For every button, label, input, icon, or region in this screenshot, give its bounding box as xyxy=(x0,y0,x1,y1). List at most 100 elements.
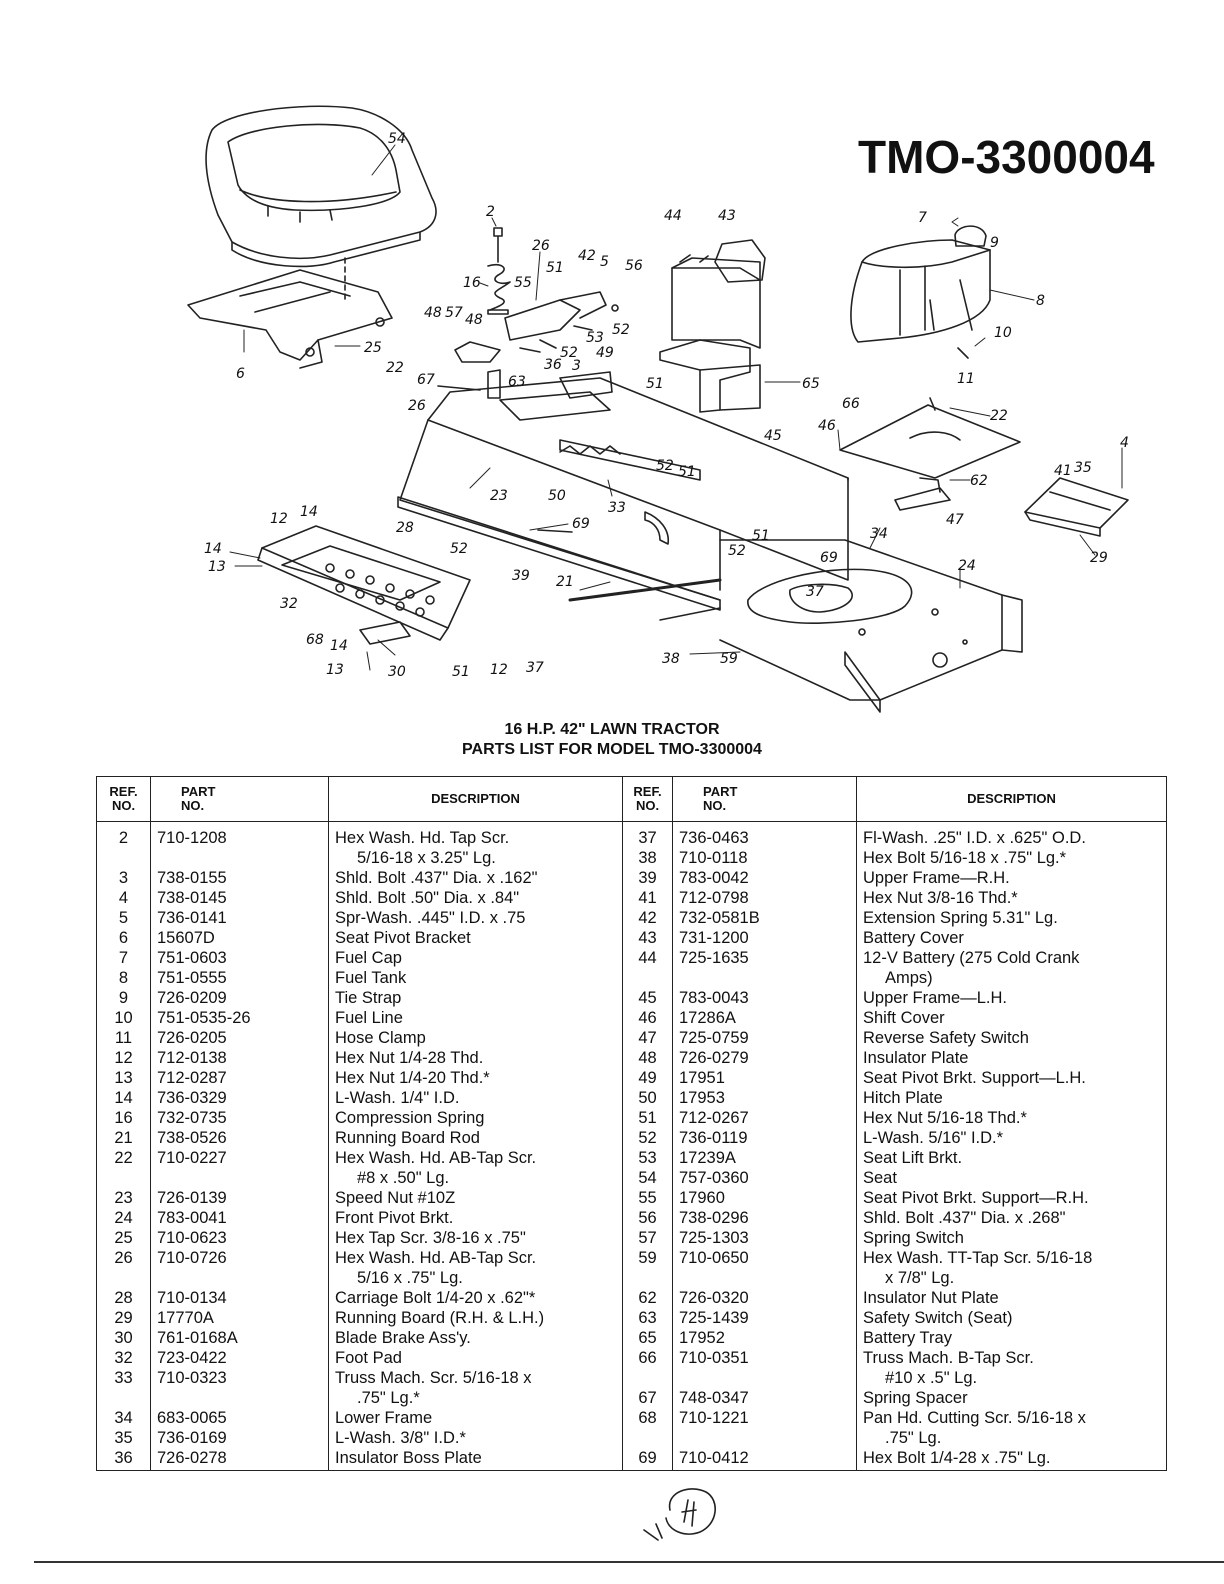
callout: 37 xyxy=(806,584,824,600)
callout: 5 xyxy=(600,254,609,270)
callout: 51 xyxy=(678,464,696,480)
callout: 29 xyxy=(1090,550,1108,566)
parts-part-cell: 738-0526 xyxy=(157,1129,227,1147)
parts-desc-cell: 12-V Battery (275 Cold Crank xyxy=(863,949,1080,967)
parts-ref-cell: 34 xyxy=(114,1409,133,1427)
parts-part-cell: 736-0141 xyxy=(157,909,227,927)
header-description: DESCRIPTION xyxy=(328,776,623,822)
callout: 21 xyxy=(556,574,574,590)
parts-part-cell: 710-0726 xyxy=(157,1249,227,1267)
callout: 52 xyxy=(560,345,578,361)
parts-desc-cell: Hex Nut 5/16-18 Thd.* xyxy=(863,1109,1027,1127)
parts-desc-cell: Blade Brake Ass'y. xyxy=(335,1329,471,1347)
parts-desc-cell: Hex Bolt 5/16-18 x .75" Lg.* xyxy=(863,849,1067,867)
parts-part-cell xyxy=(157,1268,322,1288)
parts-ref-cell xyxy=(103,848,144,868)
shift-cover-drawing xyxy=(839,397,1021,479)
parts-ref-cell: 69 xyxy=(638,1449,657,1467)
parts-desc-cell: 5/16 x .75" Lg. xyxy=(357,1269,463,1287)
parts-part-cell xyxy=(679,1268,850,1288)
callout: 53 xyxy=(586,330,604,346)
parts-ref-cell: 14 xyxy=(114,1089,133,1107)
parts-part-cell: 783-0043 xyxy=(679,989,749,1007)
parts-desc-cell: Extension Spring 5.31" Lg. xyxy=(863,909,1058,927)
parts-part-cell: 732-0581B xyxy=(679,909,760,927)
callout: 51 xyxy=(546,260,564,276)
parts-part-cell: 726-0139 xyxy=(157,1189,227,1207)
callout: 11 xyxy=(957,371,975,387)
parts-desc-cell: Seat Pivot Brkt. Support—L.H. xyxy=(863,1069,1086,1087)
parts-part-cell: 710-0623 xyxy=(157,1229,227,1247)
parts-desc-cell: Hex Wash. TT-Tap Scr. 5/16-18 xyxy=(863,1249,1093,1267)
parts-desc-cell: Foot Pad xyxy=(335,1349,402,1367)
parts-desc-cell: Carriage Bolt 1/4-20 x .62"* xyxy=(335,1289,536,1307)
callout: 30 xyxy=(388,664,406,680)
parts-part-cell: 757-0360 xyxy=(679,1169,749,1187)
parts-ref-cell xyxy=(629,968,666,988)
callout: 26 xyxy=(408,398,426,414)
parts-desc-cell: Hex Nut 1/4-20 Thd.* xyxy=(335,1069,490,1087)
parts-part-cell: 712-0138 xyxy=(157,1049,227,1067)
parts-part-cell: 725-1303 xyxy=(679,1229,749,1247)
callout: 65 xyxy=(802,376,820,392)
right-description-column: Fl-Wash. .25" I.D. x .625" O.D. Hex Bolt … xyxy=(856,821,1167,1471)
parts-part-cell xyxy=(679,968,850,988)
parts-ref-cell: 66 xyxy=(638,1349,657,1367)
parts-part-cell xyxy=(157,1388,322,1408)
callout: 3 xyxy=(572,358,581,374)
callout: 57 xyxy=(445,305,463,321)
parts-ref-cell: 7 xyxy=(118,949,129,967)
parts-desc-cell: Spring Spacer xyxy=(863,1389,968,1407)
parts-ref-cell: 46 xyxy=(638,1009,657,1027)
callout: 10 xyxy=(994,325,1012,341)
leader-lines xyxy=(229,144,1123,671)
parts-desc-cell: Safety Switch (Seat) xyxy=(863,1309,1013,1327)
parts-part-cell: 683-0065 xyxy=(157,1409,227,1427)
parts-desc-cell: .75" Lg. xyxy=(885,1429,942,1447)
parts-ref-cell: 45 xyxy=(638,989,657,1007)
parts-desc-cell: Truss Mach. B-Tap Scr. xyxy=(863,1349,1034,1367)
callout: 9 xyxy=(990,235,999,251)
callout: 39 xyxy=(512,568,530,584)
parts-ref-cell: 65 xyxy=(638,1329,657,1347)
parts-part-cell: 710-0412 xyxy=(679,1449,749,1467)
callout: 43 xyxy=(718,208,736,224)
callout: 52 xyxy=(450,541,468,557)
callout: 13 xyxy=(326,662,344,678)
parts-ref-cell: 9 xyxy=(118,989,129,1007)
parts-ref-cell xyxy=(629,1268,666,1288)
diagram-callouts: 54 2 16 26 55 51 42 5 56 44 43 7 9 8 10 … xyxy=(204,131,1129,680)
callout: 23 xyxy=(490,488,508,504)
parts-ref-cell xyxy=(629,1368,666,1388)
parts-desc-cell: L-Wash. 1/4" I.D. xyxy=(335,1089,460,1107)
parts-part-cell: 736-0329 xyxy=(157,1089,227,1107)
parts-ref-cell: 29 xyxy=(114,1309,133,1327)
parts-ref-cell: 42 xyxy=(638,909,657,927)
parts-ref-cell: 43 xyxy=(638,929,657,947)
header-ref-no: REF.NO. xyxy=(96,776,151,822)
parts-part-cell: 738-0145 xyxy=(157,889,227,907)
parts-part-cell: 751-0555 xyxy=(157,969,227,987)
callout: 66 xyxy=(842,396,860,412)
parts-ref-cell xyxy=(103,1268,144,1288)
callout: 51 xyxy=(646,376,664,392)
callout: 24 xyxy=(958,558,976,574)
callout: 48 xyxy=(424,305,442,321)
parts-part-cell xyxy=(679,1368,850,1388)
parts-part-cell: 725-1439 xyxy=(679,1309,749,1327)
callout: 35 xyxy=(1074,460,1092,476)
callout: 14 xyxy=(300,504,318,520)
parts-desc-cell: Battery Cover xyxy=(863,929,964,947)
parts-desc-cell: Fl-Wash. .25" I.D. x .625" O.D. xyxy=(863,829,1086,847)
parts-part-cell: 725-0759 xyxy=(679,1029,749,1047)
callout: 12 xyxy=(490,662,508,678)
parts-part-cell: 712-0798 xyxy=(679,889,749,907)
callout: 26 xyxy=(532,238,550,254)
callout: 48 xyxy=(465,312,483,328)
parts-part-cell: 748-0347 xyxy=(679,1389,749,1407)
parts-desc-cell: #10 x .5" Lg. xyxy=(885,1369,978,1387)
parts-part-cell: 710-1208 xyxy=(157,829,227,847)
